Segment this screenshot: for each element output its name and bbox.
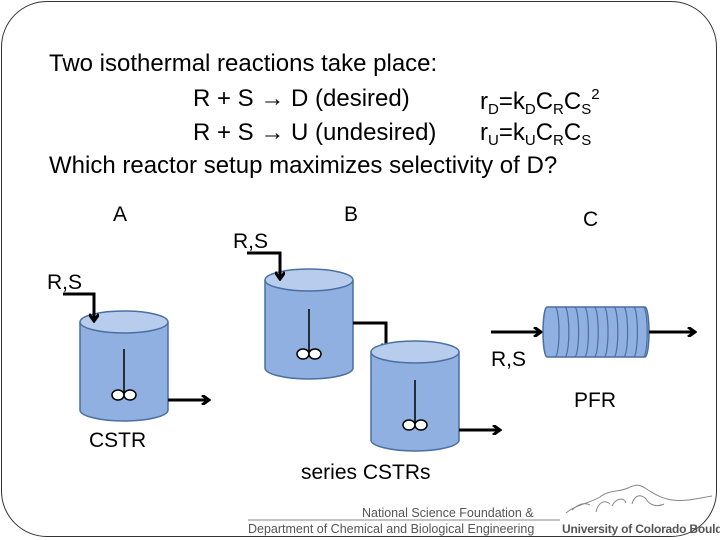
pfr-rib: [642, 306, 648, 358]
stirrer-icon: [402, 380, 428, 431]
option-b-feed-label: R,S: [233, 230, 269, 253]
option-c-caption: PFR: [574, 389, 616, 412]
option-a-caption: CSTR: [89, 429, 147, 452]
option-c-letter: C: [583, 208, 599, 231]
stirrer-icon: [296, 309, 322, 360]
k-subscript: D: [524, 101, 536, 118]
option-a-feed-label: R,S: [47, 271, 83, 294]
pfr-rib: [584, 306, 589, 358]
rate-symbol: r: [480, 119, 488, 146]
cstr-tank-b1: [264, 268, 354, 380]
conc-r-subscript: R: [553, 132, 564, 149]
rate-subscript: D: [488, 101, 499, 118]
footer-nsf: National Science Foundation &: [362, 506, 534, 520]
cstr-tank-b2: [370, 340, 460, 452]
pfr-rib: [613, 306, 619, 358]
rate-subscript: U: [488, 132, 499, 149]
k-subscript: U: [524, 132, 536, 149]
pfr-rib: [603, 306, 609, 358]
conc-s: C: [563, 119, 582, 146]
university-mountain-logo: [565, 484, 713, 514]
conc-s: C: [563, 88, 582, 115]
conc-r: C: [535, 119, 554, 146]
feed-arrow-a: [63, 292, 94, 320]
conc-r: C: [535, 88, 554, 115]
pfr-rib: [623, 306, 629, 358]
stirrer-icon: [111, 349, 137, 401]
intro-text: Two isothermal reactions take place:: [49, 50, 438, 77]
conc-r-subscript: R: [553, 101, 564, 118]
cstr-tank-a: [79, 310, 169, 422]
reaction-1-equation: R + S → D (desired): [193, 85, 410, 112]
reaction-2-rate: rU=kUCRCS: [480, 119, 592, 149]
reaction-1-rate: rD=kDCRCS2: [480, 87, 600, 117]
transfer-arrow-b: [353, 321, 386, 350]
option-c-feed-label: R,S: [491, 348, 527, 371]
pfr-tube: [542, 306, 650, 358]
option-b-caption: series CSTRs: [301, 461, 431, 484]
conc-s-subscript: S: [581, 132, 592, 149]
pfr-rib: [554, 306, 560, 358]
option-a-letter: A: [113, 203, 128, 226]
pfr-rib: [633, 306, 638, 358]
option-b-letter: B: [344, 203, 359, 226]
footer-department: Department of Chemical and Biological En…: [248, 522, 535, 536]
footer-university: University of Colorado Boulder: [562, 522, 720, 536]
rate-symbol: r: [480, 88, 488, 115]
pfr-rib: [564, 306, 570, 358]
conc-s-subscript: S: [581, 101, 592, 118]
rate-equals-k: =k: [498, 88, 525, 115]
reaction-2-equation: R + S → U (undesired): [193, 119, 437, 146]
question-prompt: Which reactor setup maximizes selectivit…: [49, 152, 558, 179]
exponent: 2: [591, 86, 600, 103]
feed-arrow-b: [247, 251, 280, 278]
pfr-rib: [574, 306, 580, 358]
pfr-rib: [593, 306, 599, 358]
rate-equals-k: =k: [498, 119, 525, 146]
